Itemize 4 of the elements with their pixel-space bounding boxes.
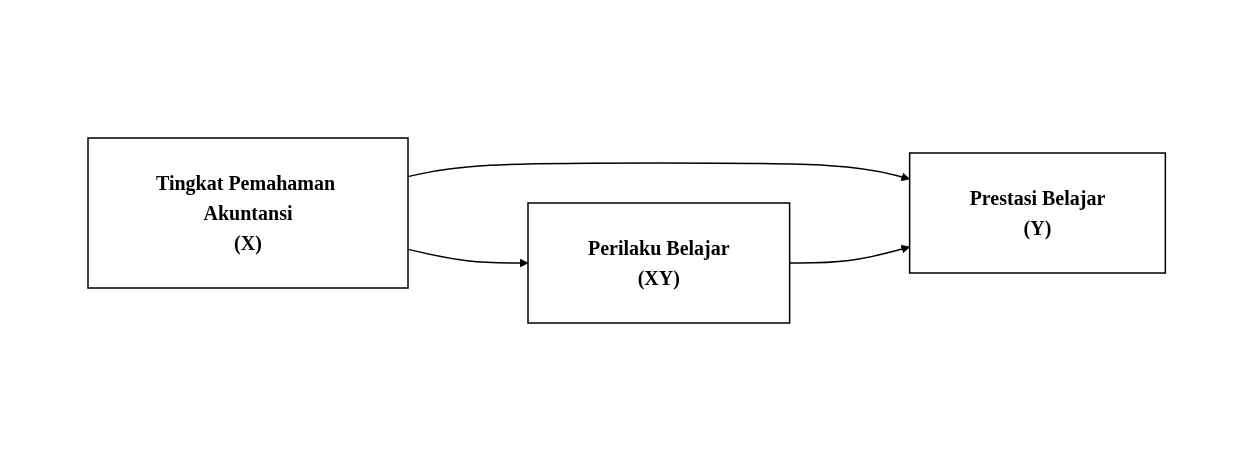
node-box: Perilaku Belajar (XY) (527, 202, 791, 324)
node-box: Prestasi Belajar (Y) (908, 152, 1166, 274)
node-box: Tingkat Pemahaman Akuntansi (X) (87, 137, 409, 289)
arrow (407, 162, 910, 182)
